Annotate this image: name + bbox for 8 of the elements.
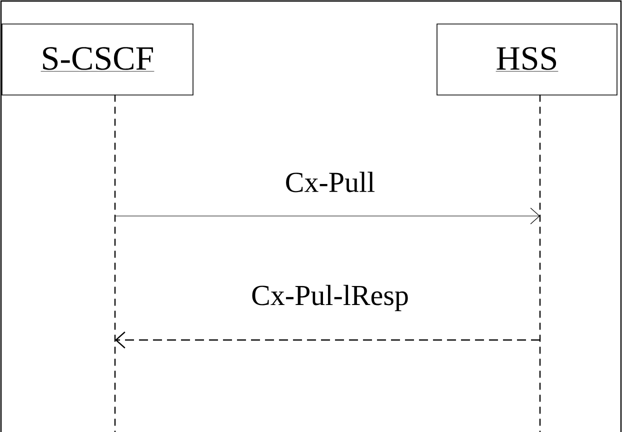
- message-arrow: [114, 208, 540, 224]
- message-arrow: [115, 332, 540, 348]
- message-label: Cx-Pul-lResp: [252, 284, 408, 312]
- entity-box: S-CSCF: [2, 24, 194, 96]
- message-label: Cx-Pull: [286, 172, 375, 192]
- lifeline: [539, 94, 541, 432]
- entity-box: HSS: [436, 24, 618, 96]
- lifeline: [114, 94, 116, 432]
